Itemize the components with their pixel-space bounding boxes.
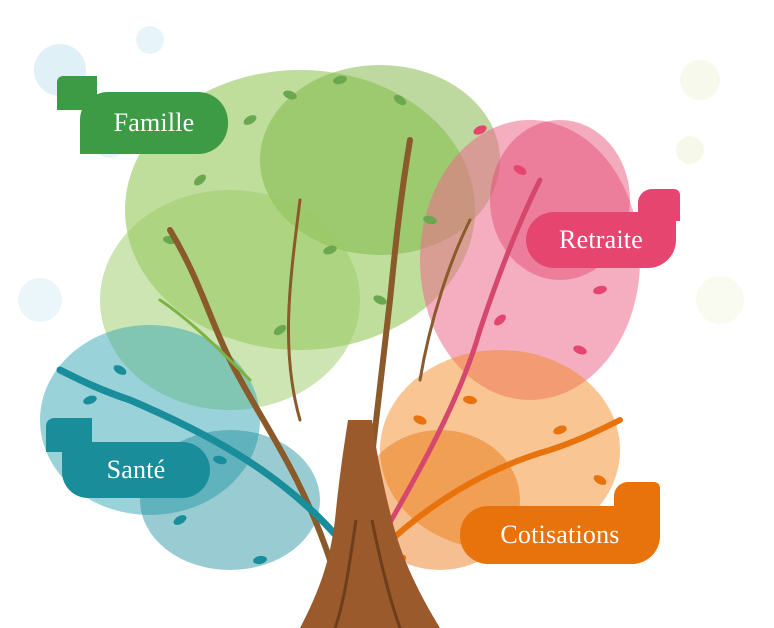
famille-label-bubble: Famille bbox=[57, 76, 228, 154]
cotisations-label: Cotisations bbox=[500, 520, 620, 549]
trunk bbox=[300, 420, 440, 628]
bubble-tab bbox=[46, 418, 92, 452]
sante-label-bubble: Santé bbox=[46, 418, 210, 498]
bubble-tab bbox=[57, 76, 97, 110]
bubble-tab bbox=[614, 482, 660, 514]
cotisations-label-bubble: Cotisations bbox=[460, 482, 660, 564]
famille-label: Famille bbox=[113, 108, 195, 137]
retraite-label: Retraite bbox=[559, 225, 643, 254]
bubble-tab bbox=[638, 189, 680, 221]
retraite-label-bubble: Retraite bbox=[526, 189, 680, 268]
sante-label: Santé bbox=[106, 455, 166, 484]
leaves bbox=[83, 75, 607, 566]
